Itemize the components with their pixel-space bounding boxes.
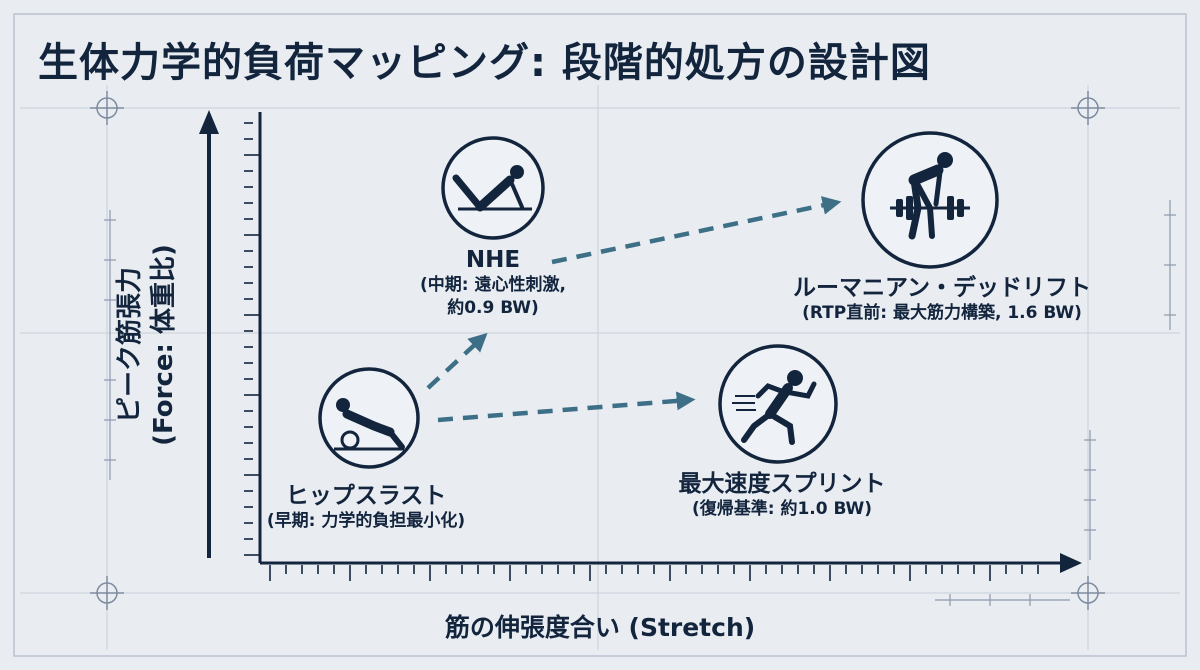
- page-border: [13, 13, 1187, 657]
- hip-thrust-note: (早期: 力学的負担最小化): [266, 511, 466, 531]
- y-axis-arrow: [199, 110, 219, 558]
- rdl-note: (RTP直前: 最大筋力構築, 1.6 BW): [802, 303, 1082, 323]
- y-axis-label-line2: (Force: 体重比): [149, 244, 179, 446]
- background-grid: [20, 85, 1180, 650]
- crosshair-icon: [90, 576, 124, 610]
- rdl-node: [861, 131, 999, 269]
- arrow-hip-thrust-to-sprint: [437, 391, 696, 423]
- sprint-note: (復帰基準: 約1.0 BW): [691, 499, 873, 519]
- sprint-node: [718, 344, 838, 464]
- hip-thrust-name: ヒップスラスト: [285, 483, 447, 509]
- sprint-label: 最大速度スプリント (復帰基準: 約1.0 BW): [679, 470, 886, 521]
- axis-ticks: [244, 122, 1039, 581]
- nhe-node-circle: [441, 136, 545, 240]
- crosshair-icon: [1071, 576, 1105, 610]
- nhe-label: NHE (中期: 遠心性刺激, 約0.9 BW): [420, 246, 566, 320]
- rdl-name: ルーマニアン・デッドリフト: [792, 275, 1092, 301]
- y-axis-label-line1: ピーク筋張力: [115, 267, 145, 424]
- crosshair-icon: [90, 91, 124, 125]
- rdl-node-circle: [861, 131, 999, 269]
- hip-thrust-label: ヒップスラスト (早期: 力学的負担最小化): [267, 482, 465, 533]
- arrow-nhe-to-rdl: [551, 196, 842, 265]
- nordic-curl-figure-icon: [452, 165, 532, 212]
- page-title: 生体力学的負荷マッピング: 段階的処方の設計図: [38, 40, 931, 86]
- y-axis-label: ピーク筋張力 (Force: 体重比): [113, 244, 181, 446]
- arrow-hip-thrust-to-nhe: [426, 332, 488, 390]
- nhe-note-line1: (中期: 遠心性刺激,: [420, 275, 566, 295]
- crosshair-icon: [1071, 91, 1105, 125]
- deadlift-figure-icon: [890, 152, 970, 240]
- rdl-label: ルーマニアン・デッドリフト (RTP直前: 最大筋力構築, 1.6 BW): [793, 274, 1091, 325]
- sprint-name: 最大速度スプリント: [678, 471, 886, 497]
- hip-thrust-figure-icon: [334, 398, 405, 451]
- nhe-note-line2: 約0.9 BW): [447, 298, 539, 318]
- x-axis-label: 筋の伸張度合い (Stretch): [444, 613, 756, 642]
- hip-thrust-node-circle: [318, 367, 420, 469]
- side-rulers: [104, 200, 1176, 606]
- nhe-node: [441, 136, 545, 240]
- hip-thrust-node: [318, 367, 420, 469]
- sprinter-figure-icon: [732, 370, 817, 445]
- plot-axes: [258, 112, 1082, 573]
- nhe-name: NHE: [465, 247, 521, 273]
- crosshair-marks: [90, 91, 1105, 610]
- progression-arrows: [426, 196, 842, 423]
